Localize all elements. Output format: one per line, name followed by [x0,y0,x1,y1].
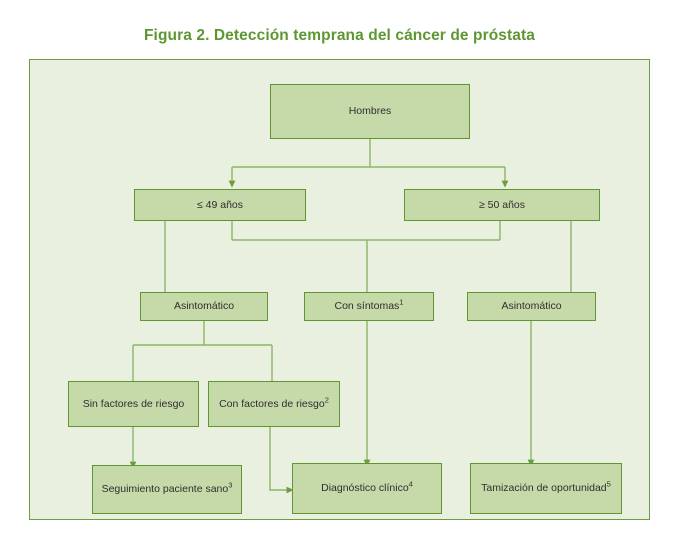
node-diagnostico-clinico-text: Diagnóstico clínico [321,482,409,495]
node-tamizacion-de-oportunidad-text: Tamización de oportunidad [481,482,607,495]
footnote-marker-5: 5 [606,479,611,489]
node-hombres-label: Hombres [348,105,392,118]
node-asintomatico-izquierda-label: Asintomático [173,300,235,313]
node-edad-menor-49[interactable]: ≤ 49 años [134,189,306,221]
node-con-factores-de-riesgo-text: Con factores de riesgo [219,397,325,410]
footnote-marker-1: 1 [399,297,404,307]
footnote-marker-4: 4 [408,479,413,489]
node-tamizacion-de-oportunidad-label: Tamización de oportunidad5 [481,479,611,495]
node-con-sintomas[interactable]: Con síntomas1 [304,292,434,321]
node-asintomatico-derecha[interactable]: Asintomático [467,292,596,321]
footnote-marker-3: 3 [228,480,233,490]
node-seguimiento-paciente-sano-label: Seguimiento paciente sano3 [101,480,233,496]
figure-title: Figura 2. Detección temprana del cáncer … [143,27,535,44]
node-seguimiento-paciente-sano-text: Seguimiento paciente sano [101,483,229,496]
node-sin-factores-de-riesgo[interactable]: Sin factores de riesgo [68,381,199,427]
node-edad-mayor-50-label: ≥ 50 años [478,198,526,211]
node-hombres[interactable]: Hombres [270,84,470,139]
node-edad-menor-49-label: ≤ 49 años [196,198,244,211]
node-con-factores-de-riesgo-label: Con factores de riesgo2 [219,395,329,411]
node-diagnostico-clinico-label: Diagnóstico clínico4 [321,479,413,495]
node-tamizacion-de-oportunidad[interactable]: Tamización de oportunidad5 [470,463,622,514]
node-sin-factores-de-riesgo-label: Sin factores de riesgo [82,397,185,410]
node-asintomatico-derecha-label: Asintomático [501,300,562,313]
node-asintomatico-izquierda[interactable]: Asintomático [140,292,268,321]
footnote-marker-2: 2 [324,395,329,405]
node-edad-mayor-50[interactable]: ≥ 50 años [404,189,600,221]
node-con-sintomas-label: Con síntomas1 [334,297,404,313]
node-seguimiento-paciente-sano[interactable]: Seguimiento paciente sano3 [92,465,242,514]
node-con-sintomas-text: Con síntomas [334,300,400,313]
node-con-factores-de-riesgo[interactable]: Con factores de riesgo2 [208,381,340,427]
node-diagnostico-clinico[interactable]: Diagnóstico clínico4 [292,463,442,514]
